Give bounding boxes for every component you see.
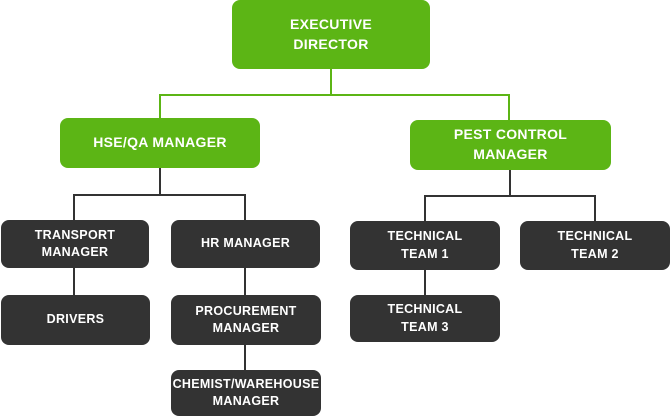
org-node-drivers: DRIVERS bbox=[1, 295, 150, 345]
connector-pest-to-team2 bbox=[594, 195, 596, 222]
connector-hseqa-bar bbox=[73, 194, 246, 196]
org-node-transport-manager: TRANSPORT MANAGER bbox=[1, 220, 149, 268]
org-node-chemist-warehouse-manager: CHEMIST/WAREHOUSE MANAGER bbox=[171, 370, 321, 416]
connector-executive-stem bbox=[330, 69, 332, 95]
connector-executive-bar bbox=[159, 94, 510, 96]
org-node-pest-control-manager: PEST CONTROL MANAGER bbox=[410, 120, 611, 170]
org-node-hse-qa-manager: HSE/QA MANAGER bbox=[60, 118, 260, 168]
org-node-technical-team-1: TECHNICAL TEAM 1 bbox=[350, 221, 500, 270]
connector-hseqa-to-hr bbox=[244, 194, 246, 221]
org-node-hr-manager: HR MANAGER bbox=[171, 220, 320, 268]
connector-transport-to-drivers bbox=[73, 268, 75, 296]
connector-team1-to-team3 bbox=[424, 270, 426, 296]
connector-pest-to-team1 bbox=[424, 195, 426, 222]
connector-pest-stem bbox=[509, 170, 511, 197]
org-node-procurement-manager: PROCUREMENT MANAGER bbox=[171, 295, 321, 345]
connector-procurement-to-chemist bbox=[244, 345, 246, 371]
connector-executive-to-pest bbox=[508, 94, 510, 121]
connector-pest-bar bbox=[424, 195, 596, 197]
org-node-executive-director: EXECUTIVE DIRECTOR bbox=[232, 0, 430, 69]
connector-executive-to-hseqa bbox=[159, 94, 161, 119]
org-node-technical-team-2: TECHNICAL TEAM 2 bbox=[520, 221, 670, 270]
connector-hseqa-stem bbox=[159, 168, 161, 196]
connector-hseqa-to-transport bbox=[73, 194, 75, 221]
connector-hr-to-procurement bbox=[244, 268, 246, 296]
org-node-technical-team-3: TECHNICAL TEAM 3 bbox=[350, 295, 500, 342]
